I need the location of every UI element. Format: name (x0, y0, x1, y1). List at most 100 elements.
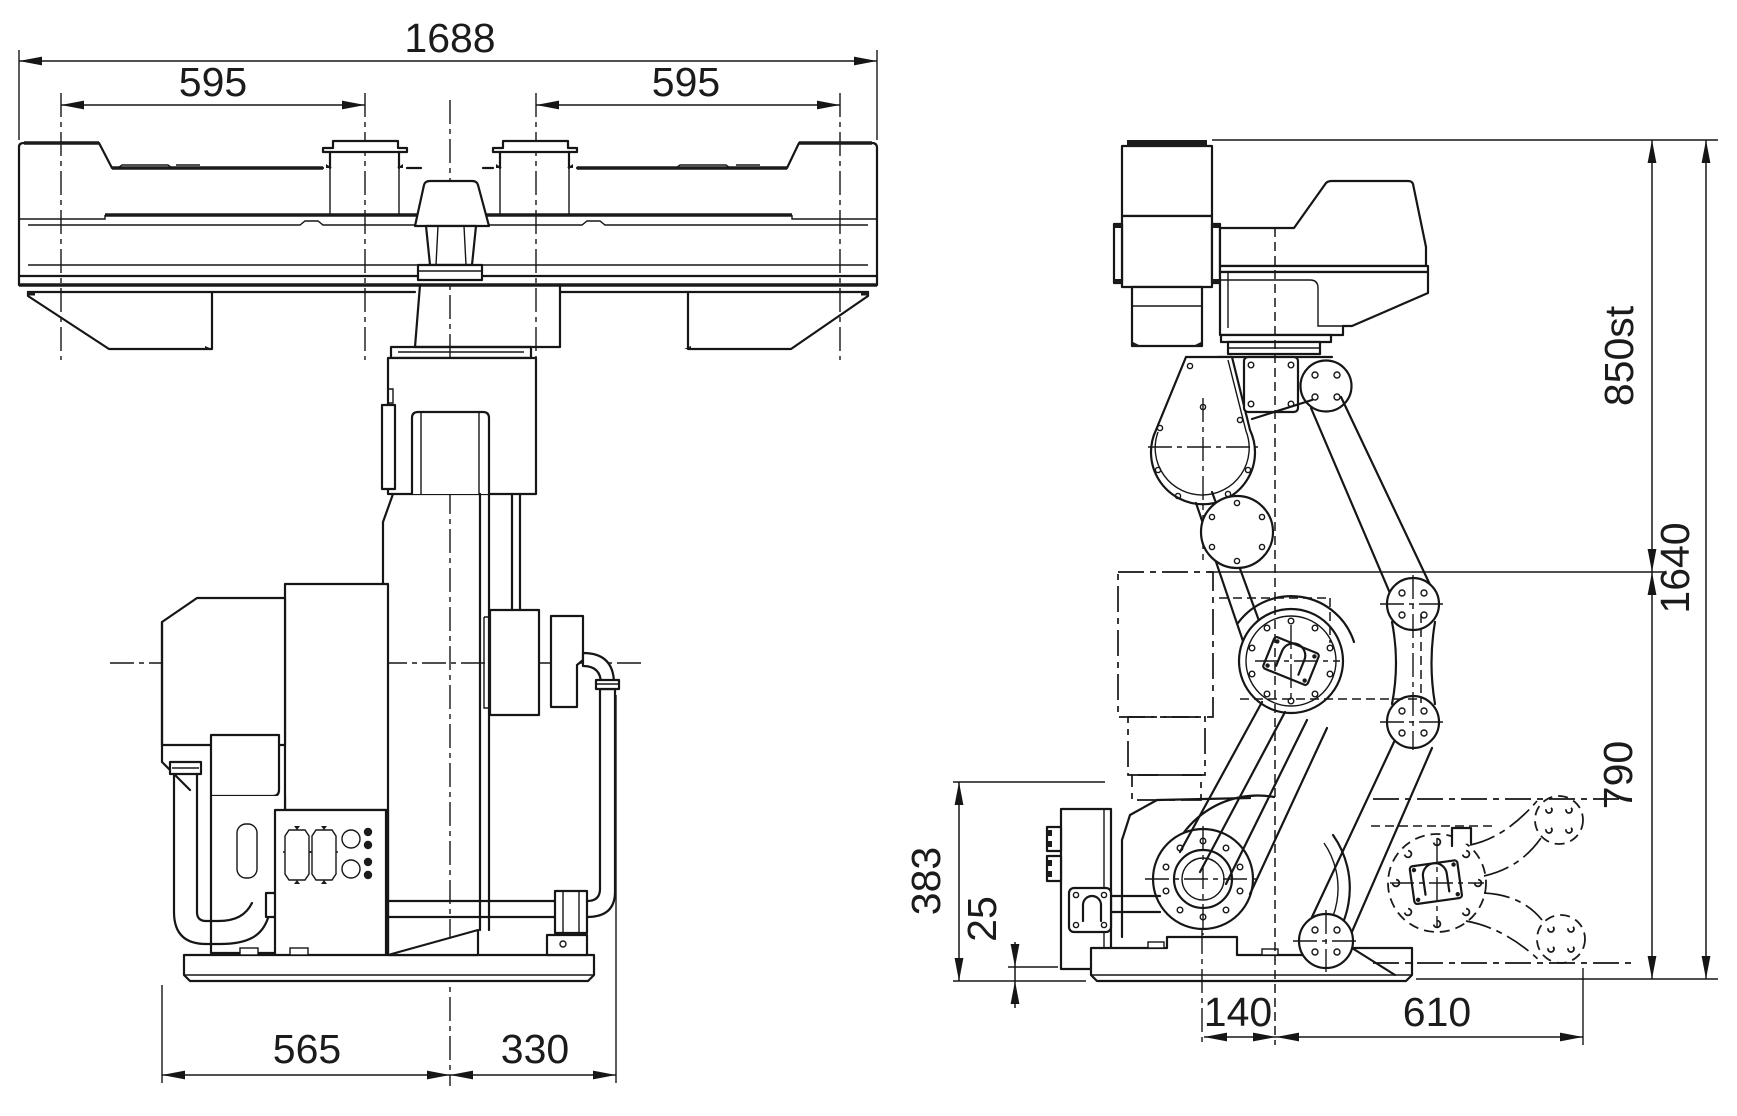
outline (1350, 946, 1397, 977)
outline (311, 829, 337, 881)
dim-stroke: 850st (1596, 140, 1657, 572)
dim-label-base-plate: 25 (959, 896, 1005, 942)
outline (160, 620, 192, 792)
detail-circle (363, 857, 373, 867)
outline (496, 164, 573, 168)
detail-circle (1311, 371, 1319, 379)
phantom-line (1545, 826, 1553, 834)
dimension-arrowhead (1010, 944, 1020, 967)
outline (413, 283, 562, 349)
outline (239, 947, 259, 956)
phantom-line (1461, 907, 1471, 917)
outline (182, 953, 596, 983)
outline (1109, 894, 1162, 914)
center-block (389, 283, 562, 360)
outline (498, 150, 571, 170)
dimension-arrowhead (954, 958, 964, 981)
detail-circle (1247, 361, 1255, 369)
outline (1261, 948, 1279, 956)
dim-label-stroke: 850st (1596, 305, 1642, 406)
dim-label-crank-offset: 140 (1204, 989, 1272, 1035)
outline (1112, 222, 1124, 285)
detail-circle (1275, 639, 1280, 644)
detail-circle (1162, 863, 1170, 871)
front-view: 1688 595 595 565 330 (17, 15, 879, 1086)
detail-circle (1247, 400, 1255, 408)
detail-circle (1100, 891, 1108, 899)
detail-circle (1263, 624, 1271, 632)
dimension-arrowhead (1560, 1032, 1583, 1042)
outline (209, 733, 281, 798)
detail-circle (1451, 862, 1456, 867)
hidden-line (1219, 597, 1331, 643)
phantom-line (1469, 800, 1538, 846)
outline (562, 891, 580, 933)
outline (1242, 355, 1300, 414)
outline (510, 492, 522, 612)
detail-circle (1326, 670, 1334, 678)
phantom-line (1565, 826, 1573, 834)
outline (1310, 740, 1434, 936)
dim-extension-lines (1208, 139, 1718, 980)
connector-left (283, 826, 311, 884)
detail-circle (1420, 589, 1428, 597)
saddle-block (483, 608, 585, 717)
detail-circle (1072, 891, 1080, 899)
dim-label-overall-width: 1688 (404, 15, 495, 61)
pedestal (1120, 700, 1351, 965)
dim-base-left: 565 (161, 985, 450, 1083)
upper-crank-clamp (1262, 636, 1320, 686)
outline (435, 225, 467, 266)
crossbeam (17, 139, 879, 360)
outline (416, 263, 484, 282)
phantom-line (1387, 833, 1487, 933)
outline (381, 492, 395, 586)
pipe-flange (1067, 886, 1113, 934)
outline (686, 290, 870, 351)
detail-circle (1311, 624, 1319, 632)
dimension-arrowhead (954, 782, 964, 805)
phantom-line (1534, 795, 1584, 845)
detail-circle (1265, 663, 1270, 668)
lower-rear-link (1310, 740, 1434, 936)
outline (388, 388, 394, 404)
detail-circle (1411, 867, 1417, 873)
outline (413, 179, 491, 228)
indicator-lamp (341, 829, 361, 849)
detail-circle (1233, 557, 1241, 565)
dim-label-base-right: 330 (501, 1026, 569, 1072)
outline (1130, 285, 1204, 348)
outline (172, 772, 199, 914)
outline (549, 614, 585, 709)
dimension-arrowhead (536, 100, 559, 110)
phantom-line (1483, 837, 1542, 877)
front-links (1178, 700, 1329, 896)
outline (491, 139, 579, 154)
outline (489, 220, 868, 226)
detail-circle (1176, 906, 1184, 914)
detail-circle (1100, 921, 1108, 929)
outline (1219, 333, 1333, 344)
phantom-line (1536, 914, 1586, 964)
detail-circle (1174, 492, 1182, 500)
dimension-arrowhead (162, 1070, 185, 1080)
outline (19, 215, 106, 220)
outline (1178, 700, 1329, 896)
detail-circle (1333, 926, 1341, 934)
outline (1210, 222, 1222, 285)
detail-circle (1208, 513, 1216, 521)
phantom-line (1565, 806, 1573, 814)
connector-right (310, 826, 338, 884)
dimension-arrowhead (1647, 140, 1657, 163)
outline (488, 608, 541, 717)
dimension-arrowhead (1276, 1032, 1299, 1042)
dimension-arrowhead (593, 1070, 616, 1080)
detail-circle (1311, 948, 1319, 956)
button-dots (363, 827, 373, 880)
phantom-line (1547, 925, 1555, 933)
outline (195, 901, 254, 923)
phantom-line (1567, 925, 1575, 933)
detail-circle (1420, 729, 1428, 737)
detail-circle (363, 870, 373, 880)
outline (1390, 620, 1437, 706)
